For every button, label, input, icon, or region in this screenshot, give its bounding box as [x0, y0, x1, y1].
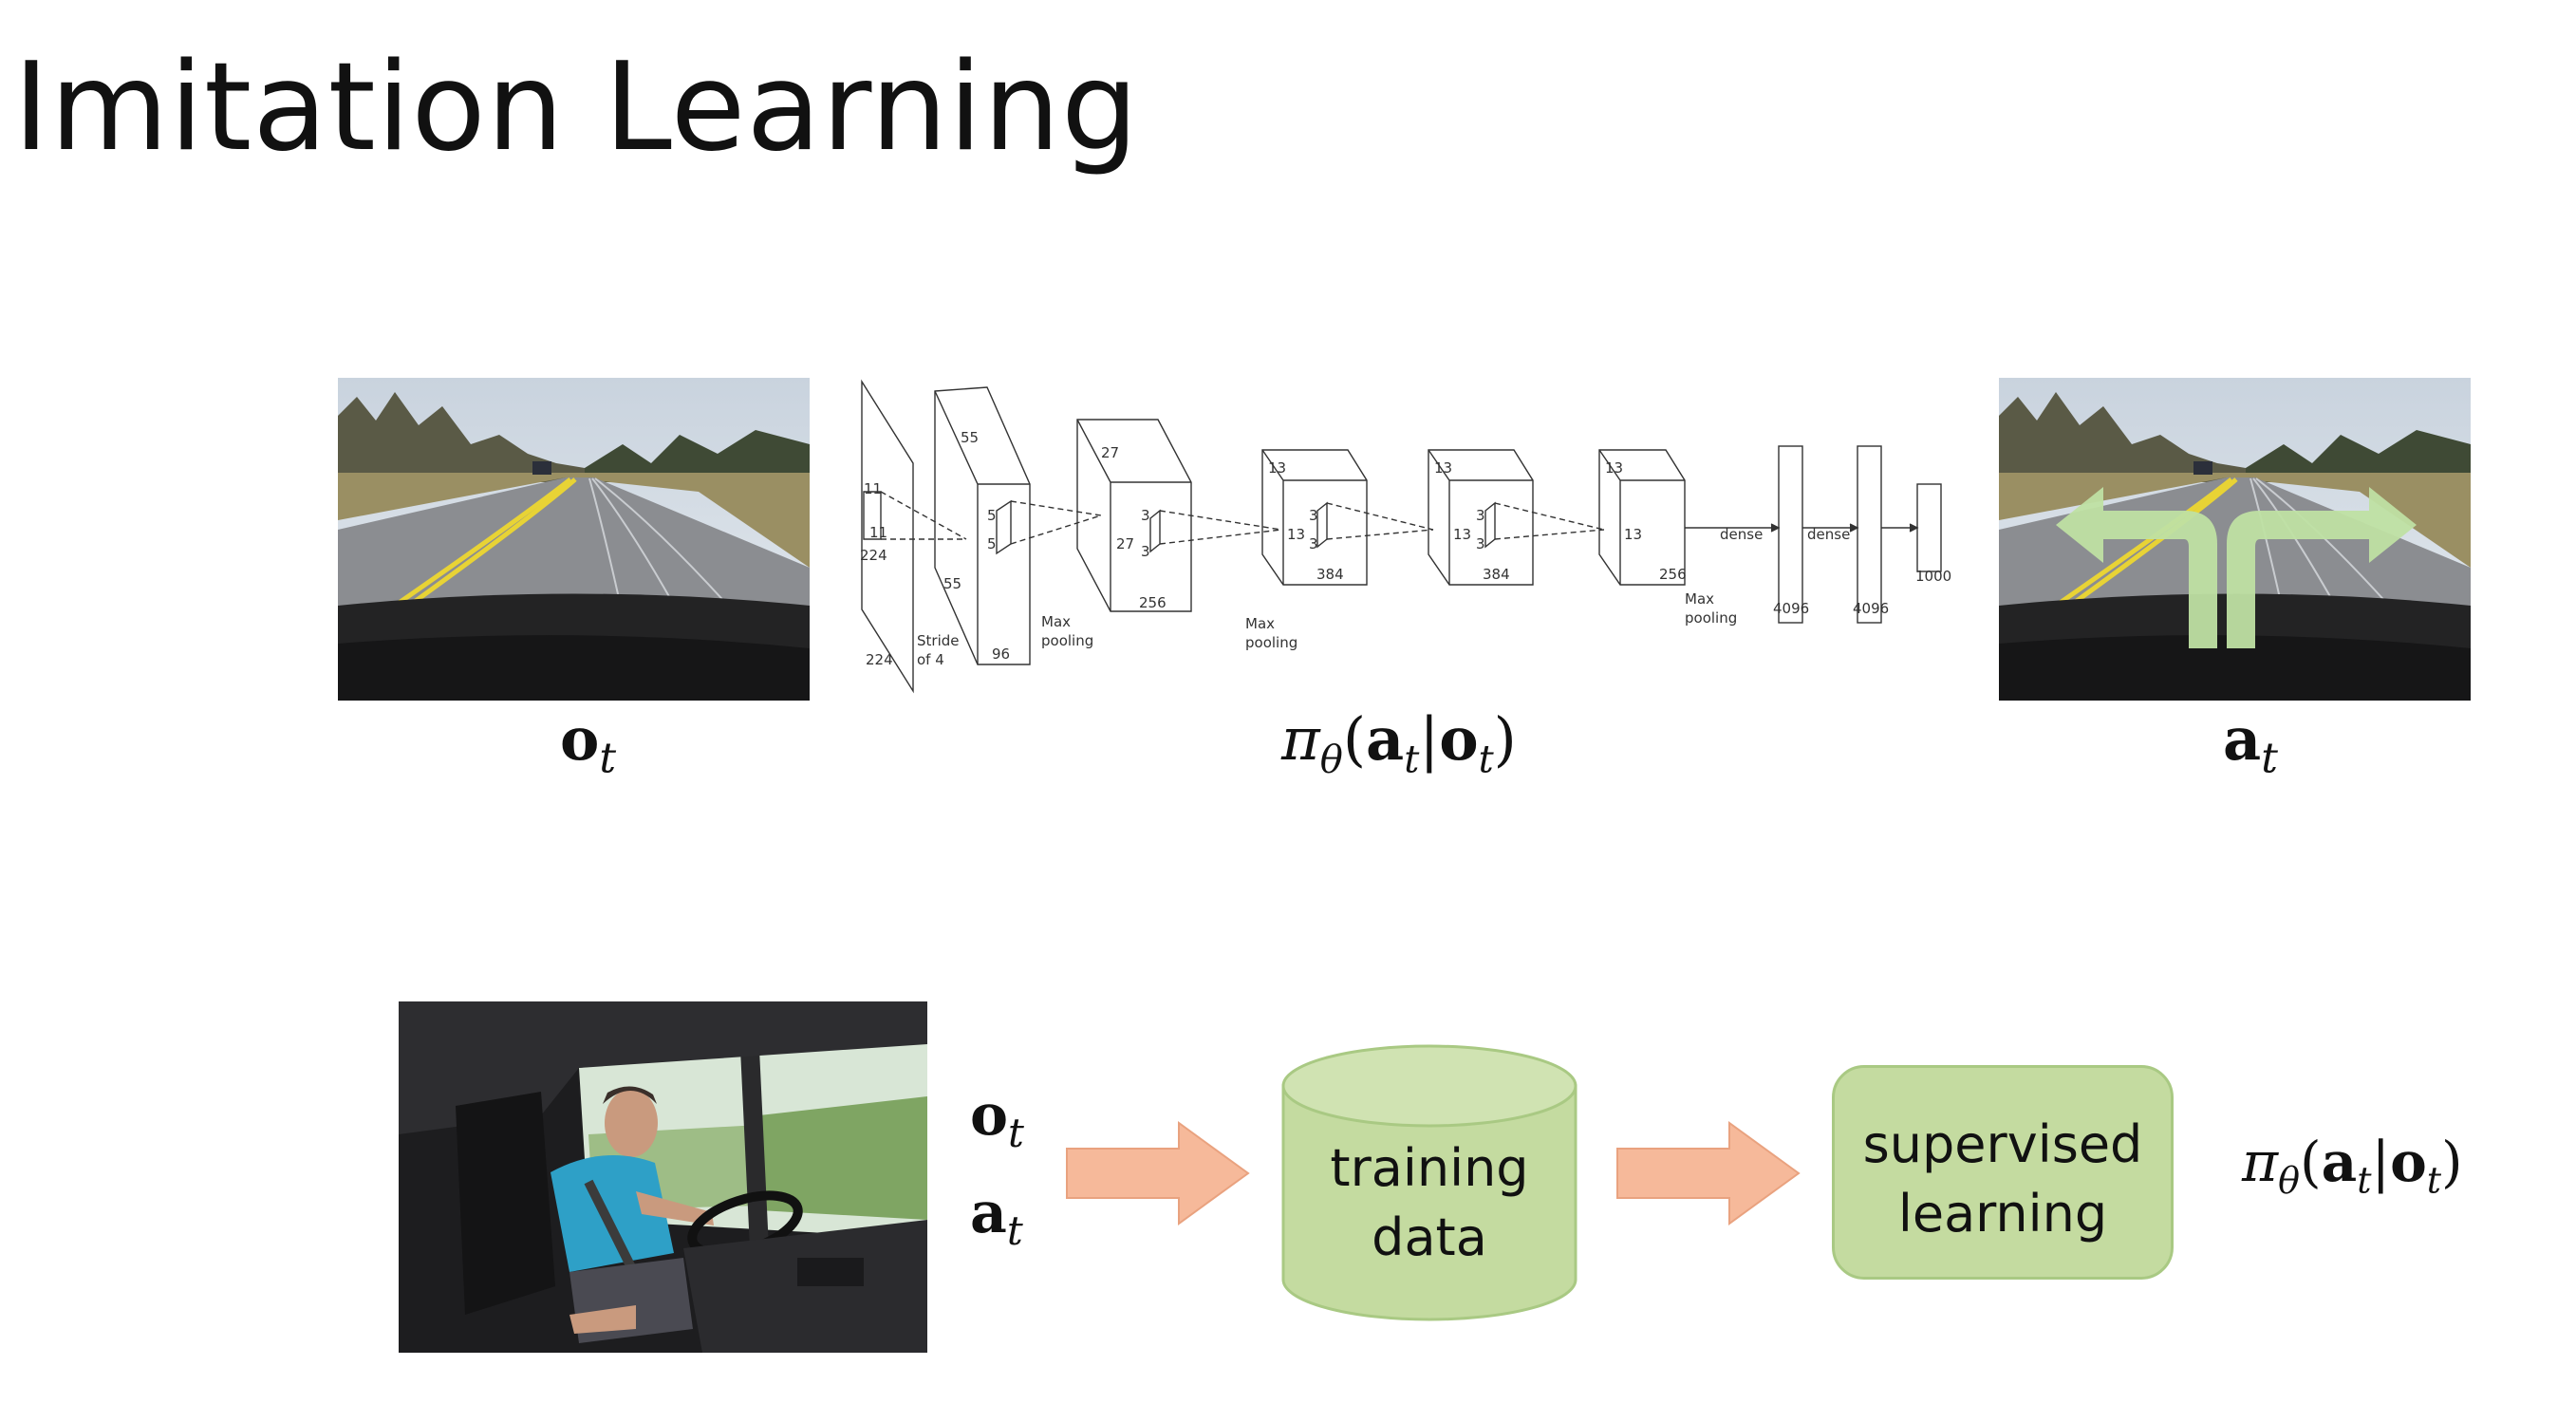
cnn-label: 3	[1476, 535, 1485, 552]
cnn-label: 224	[866, 651, 893, 668]
cnn-label: 4096	[1773, 600, 1809, 617]
cnn-label: 13	[1624, 526, 1642, 543]
cnn-architecture-diagram: 11 11 224 224 55 5 5 55 96 Stride of 4 2…	[860, 379, 1951, 694]
observation-label: ot	[560, 704, 617, 783]
cnn-caption: pooling	[1041, 632, 1093, 649]
cnn-layer-conv2: 27 27 3 3 256 Max pooling	[1041, 419, 1282, 649]
cnn-layer-conv3: 13 13 3 3 384 Max pooling	[1245, 449, 1434, 651]
cnn-label: 13	[1434, 459, 1452, 477]
road-observation-image	[338, 378, 810, 701]
training-data-store: training data	[1281, 1044, 1577, 1321]
cnn-label: 384	[1316, 566, 1344, 583]
flow-arrow-2	[1616, 1121, 1801, 1225]
steer-right-arrow-icon	[2227, 487, 2417, 648]
cnn-label: 13	[1453, 526, 1471, 543]
action-label: at	[2223, 704, 2278, 783]
cnn-label: 13	[1605, 459, 1623, 477]
cnn-label: 256	[1659, 566, 1687, 583]
cnn-input-layer: 11 11 224 224	[860, 379, 967, 694]
cnn-label: 55	[943, 575, 961, 592]
cnn-caption: pooling	[1685, 609, 1737, 627]
cnn-label: 3	[1141, 543, 1150, 560]
cnn-caption: Max	[1245, 615, 1275, 632]
cnn-label: 3	[1309, 507, 1318, 524]
cnn-caption: pooling	[1245, 634, 1297, 651]
cnn-label: 27	[1116, 535, 1134, 552]
truck-driver-photo	[399, 1001, 927, 1353]
cnn-layer-conv4: 13 13 3 3 384	[1428, 449, 1605, 586]
cnn-caption: Max	[1041, 613, 1071, 630]
cnn-label: dense	[1720, 526, 1763, 543]
training-data-label: training data	[1330, 1138, 1529, 1267]
slide-title: Imitation Learning	[13, 37, 1140, 178]
supervised-learning-label: supervised learning	[1862, 1114, 2143, 1244]
cnn-label: 256	[1139, 594, 1167, 611]
cnn-label: 224	[860, 547, 887, 564]
road-action-image	[1999, 378, 2471, 701]
cnn-label: dense	[1807, 526, 1850, 543]
cnn-caption: Stride	[917, 632, 960, 649]
input-observation-label: ot	[970, 1082, 1024, 1156]
cnn-label: 5	[987, 535, 997, 552]
cnn-label: 11	[864, 480, 882, 497]
cnn-label: 3	[1476, 507, 1485, 524]
supervised-learning-box: supervised learning	[1832, 1065, 2174, 1280]
cnn-label: 27	[1101, 444, 1119, 461]
cnn-label: 3	[1309, 535, 1318, 552]
cnn-label: 3	[1141, 507, 1150, 524]
policy-label: πθ(at|ot)	[1281, 704, 1517, 782]
cnn-layer-conv5: 13 13 256 Max pooling	[1598, 449, 1737, 627]
output-policy-label: πθ(at|ot)	[2242, 1130, 2463, 1202]
cnn-caption: Max	[1685, 590, 1714, 608]
cnn-dense-layers: dense 4096 dense 4096 1000	[1685, 445, 1951, 624]
cnn-label: 13	[1268, 459, 1286, 477]
cnn-label: 4096	[1853, 600, 1889, 617]
cnn-layer-conv1: 55 5 5 55 96 Stride of 4	[917, 386, 1102, 668]
cnn-label: 5	[987, 507, 997, 524]
steer-left-arrow-icon	[2056, 487, 2217, 648]
input-action-label: at	[970, 1180, 1023, 1254]
cnn-label: 384	[1483, 566, 1510, 583]
cnn-label: 55	[961, 429, 979, 446]
cnn-label: 13	[1287, 526, 1305, 543]
flow-arrow-1	[1066, 1121, 1250, 1225]
cnn-label: 96	[992, 645, 1010, 663]
cnn-label: 1000	[1915, 568, 1951, 585]
cnn-label: 11	[869, 524, 887, 541]
cnn-caption: of 4	[917, 651, 944, 668]
